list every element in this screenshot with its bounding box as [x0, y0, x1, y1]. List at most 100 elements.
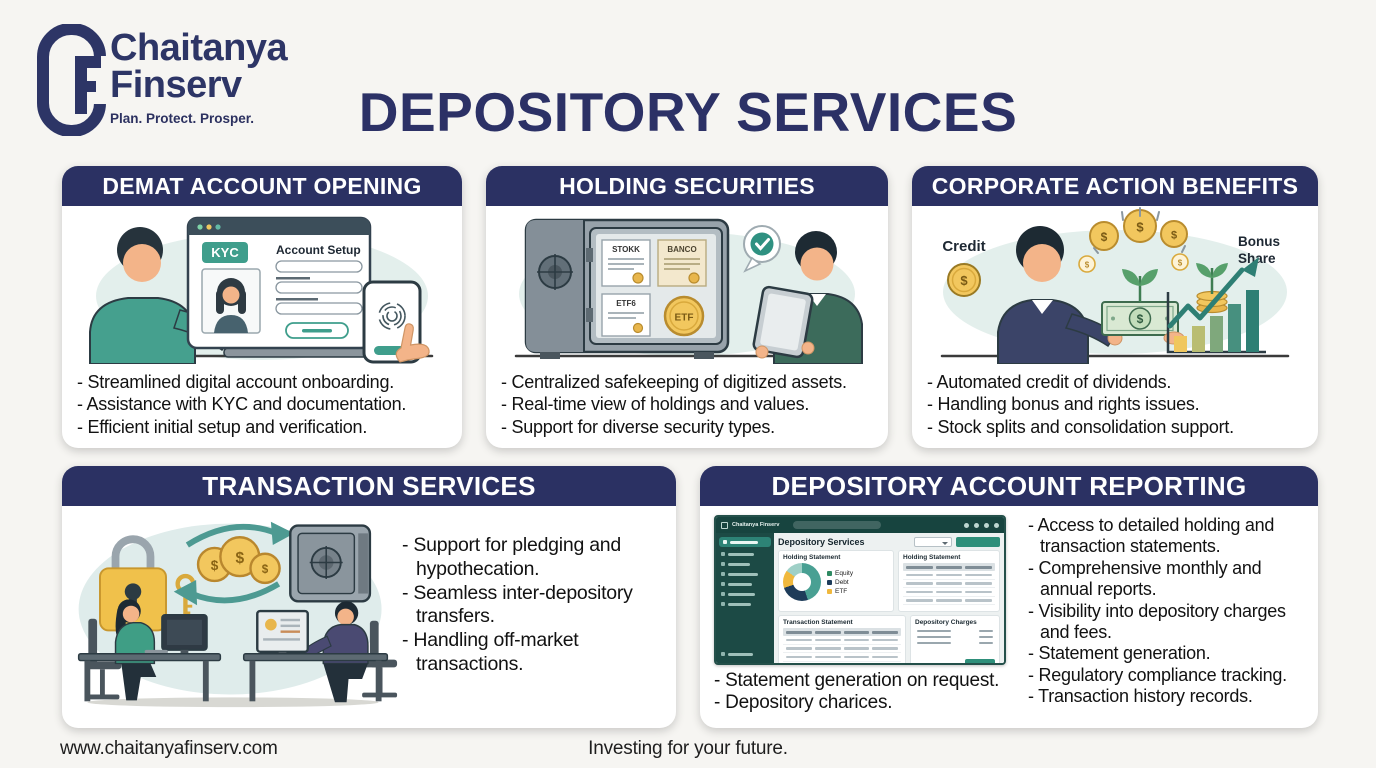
table-row-placeholder — [903, 597, 995, 605]
bullet-item: - Depository charices. — [714, 691, 893, 713]
bullet-item: - Regulatory compliance tracking. — [1028, 664, 1287, 685]
dash-page-title: Depository Services — [778, 537, 865, 547]
card-title: DEPOSITORY ACCOUNT REPORTING — [700, 466, 1318, 506]
card-title: HOLDING SECURITIES — [486, 166, 888, 206]
brand-name-line1: Chaitanya — [110, 27, 288, 69]
arrow-up-icon — [1242, 257, 1259, 277]
dash-logo-icon — [721, 521, 728, 529]
card-corporate-action-benefits: CORPORATE ACTION BENEFITS Credit $ — [912, 166, 1318, 448]
card-depository-account-reporting: DEPOSITORY ACCOUNT REPORTING Chaitanya F… — [700, 466, 1318, 728]
kyc-badge — [202, 242, 248, 263]
bullet-item: - Stock splits and consolidation support… — [927, 416, 1234, 437]
vault-icon: STOKK BANCO ETF6 — [524, 218, 730, 359]
dash-download-button — [965, 659, 995, 663]
svg-text:ETF: ETF — [675, 313, 694, 324]
dash-holding-chart-panel: Holding Statement Equity Debt ETF — [778, 550, 894, 612]
dash-primary-button — [956, 537, 1000, 547]
brand-name-line2: Finserv — [110, 64, 242, 107]
person-with-tablet — [752, 231, 863, 364]
etf-coin-icon: ETF — [663, 295, 705, 337]
charge-row-placeholder — [917, 629, 993, 632]
svg-text:$: $ — [1101, 230, 1108, 244]
money-coins: $ $ $ — [196, 536, 281, 585]
card-transaction-services: TRANSACTION SERVICES — [62, 466, 676, 728]
bullet-item: - Access to detailed holding and transac… — [1028, 515, 1275, 557]
donut-chart — [783, 563, 821, 601]
card-holding-securities: HOLDING SECURITIES STOKK — [486, 166, 888, 448]
workstation-left — [77, 599, 222, 702]
growth-chart — [1166, 257, 1266, 354]
dash-dropdown — [914, 537, 952, 547]
bullet-item: - Transaction history records. — [1028, 686, 1253, 707]
charge-row-placeholder — [917, 635, 993, 638]
form-title: Account Setup — [276, 243, 361, 257]
bullet-item: - Support for diverse security types. — [501, 416, 775, 437]
bullet-item: - Real-time view of holdings and values. — [501, 394, 810, 415]
bullet-item: - Streamlined digital account onboarding… — [77, 372, 394, 392]
dash-nav-item-bottom — [716, 649, 774, 659]
bullet-list: - Automated credit of dividends. - Handl… — [912, 364, 1318, 438]
dash-charges-panel: Depository Charges — [910, 615, 1000, 663]
dash-holding-table-panel: Holding Statement — [898, 550, 1000, 612]
bullet-item: - Statement generation. — [1028, 643, 1211, 664]
bond-certificate: BANCO — [657, 239, 707, 287]
table-row-placeholder — [783, 636, 901, 645]
chart-legend: Equity Debt ETF — [827, 568, 853, 597]
money-plant — [1122, 269, 1158, 302]
falling-coins: $ $ $ $ $ — [1078, 207, 1189, 273]
svg-text:BANCO: BANCO — [667, 245, 696, 254]
table-row-placeholder — [903, 580, 995, 588]
dash-sidebar — [716, 533, 774, 663]
brand-block: Chaitanya Finserv Plan. Protect. Prosper… — [110, 27, 288, 127]
bullet-item: - Assistance with KYC and documentation. — [77, 394, 407, 415]
bonus-share-label: Bonus — [1238, 234, 1280, 249]
credit-label: Credit — [942, 238, 985, 255]
person-at-laptop — [89, 227, 238, 364]
dash-nav-item — [716, 569, 774, 579]
check-bubble-icon — [743, 225, 781, 273]
kyc-browser-window: KYC Account Setup — [186, 216, 372, 350]
dash-transaction-panel: Transaction Statement — [778, 615, 906, 663]
bullet-item: - Handling bonus and rights issues. — [927, 394, 1200, 415]
bullet-list: - Statement generation on request. - Dep… — [714, 670, 1024, 714]
dash-nav-item — [716, 559, 774, 569]
dash-nav-item-active — [719, 537, 771, 547]
card-demat-account-opening: DEMAT ACCOUNT OPENING — [62, 166, 462, 448]
bullet-item: - Visibility into depository charges and… — [1028, 600, 1286, 643]
bullet-list: - Access to detailed holding and transac… — [1028, 515, 1302, 708]
dash-topbar: Chaitanya Finserv — [716, 517, 1004, 533]
person-presenting — [997, 226, 1123, 364]
stock-certificate: STOKK — [601, 239, 651, 287]
table-header-placeholder — [783, 628, 901, 636]
transaction-illustration: $ $ $ — [77, 521, 398, 708]
brand-tagline: Plan. Protect. Prosper. — [110, 111, 255, 127]
page-title: DEPOSITORY SERVICES — [358, 81, 1018, 143]
bullet-list: - Centralized safekeeping of digitized a… — [486, 364, 888, 438]
safe-icon — [289, 524, 372, 603]
demat-illustration: KYC Account Setup — [89, 216, 434, 364]
footer-website: www.chaitanyafinserv.com — [60, 738, 278, 759]
table-row-placeholder — [783, 645, 901, 653]
holding-illustration: STOKK BANCO ETF6 — [514, 218, 863, 364]
footer-slogan: Investing for your future. — [588, 738, 788, 759]
dash-app-name: Chaitanya Finserv — [732, 522, 780, 528]
bullet-item: - Comprehensive monthly and annual repor… — [1028, 557, 1262, 600]
card-title: DEMAT ACCOUNT OPENING — [62, 166, 462, 206]
corporate-illustration: Credit $ $ — [940, 207, 1290, 364]
bullet-item: - Support for pledging and hypothecation… — [402, 534, 621, 580]
dash-main-area: Depository Services Holding Statement Eq… — [774, 533, 1004, 663]
pointing-hand — [395, 323, 430, 363]
tablet-icon — [752, 285, 814, 359]
card-title: TRANSACTION SERVICES — [62, 466, 676, 506]
bullet-item: - Handling off-market transactions. — [402, 629, 579, 675]
svg-text:$: $ — [1136, 220, 1144, 235]
svg-text:$: $ — [960, 273, 968, 288]
dollar-coin-icon: $ — [947, 263, 981, 297]
brand-name: Chaitanya Finserv — [110, 27, 288, 107]
exchange-arrows-icon — [173, 521, 295, 606]
checkmark-icon — [755, 238, 770, 251]
dash-nav-item — [716, 589, 774, 599]
table-row-placeholder — [903, 588, 995, 597]
etf-certificate: ETF6 — [601, 293, 651, 337]
svg-text:ETF6: ETF6 — [616, 299, 636, 308]
